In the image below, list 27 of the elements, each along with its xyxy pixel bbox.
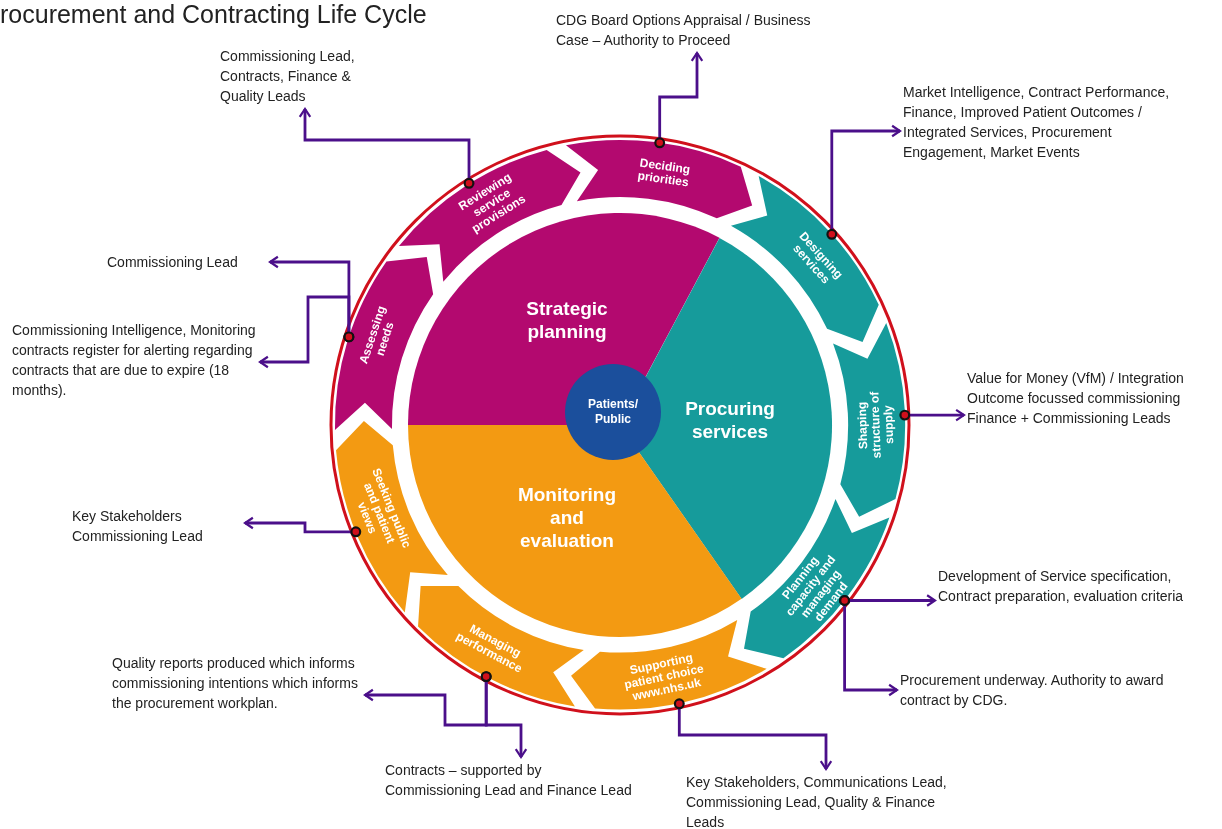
callout-text: Quality reports produced which informs commissioning intentions which informs the procurement workplan. — [112, 653, 362, 713]
sector-label: Strategic planning — [525, 297, 609, 343]
callout-text: Contracts – supported by Commissioning Lead and Finance Lead — [385, 760, 640, 800]
callout-text: Commissioning Lead, Contracts, Finance & Quality Leads — [220, 46, 390, 106]
connector-arrow — [826, 124, 902, 240]
stage-label: Shaping structure of supply — [854, 390, 898, 461]
connector-arrow — [298, 107, 475, 189]
callout-text: Procurement underway. Authority to award contract by CDG. — [900, 670, 1170, 710]
callout-text: Commissioning Lead — [107, 252, 267, 272]
stage-label: Deciding priorities — [636, 154, 693, 192]
callout-text: Commissioning Intelligence, Monitoring contracts register for alerting regarding contracts that are due to expire (18 months). — [12, 320, 257, 400]
callout-text: Key Stakeholders Commissioning Lead — [72, 506, 242, 546]
title: rocurement and Contracting Life Cycle — [0, 0, 427, 29]
callout-text: Key Stakeholders, Communications Lead, Commissioning Lead, Quality & Finance Leads — [686, 772, 956, 829]
sector-label: Monitoring and evaluation — [516, 482, 618, 552]
connector-arrow — [673, 698, 833, 771]
connector-arrow — [899, 408, 966, 422]
callout-text: Market Intelligence, Contract Performance, Finance, Improved Patient Outcomes / Integrated Services, Procurement Engagement, Market Events — [903, 82, 1188, 162]
connector-arrow — [363, 671, 492, 727]
connector-arrow — [268, 255, 355, 343]
sector-label: Procuring services — [684, 397, 776, 443]
connector-arrow — [243, 516, 362, 538]
callout-text: CDG Board Options Appraisal / Business Case – Authority to Proceed — [556, 10, 846, 50]
connector-arrow — [839, 595, 899, 697]
callout-text: Value for Money (VfM) / Integration Outcome focussed commissioning Finance + Commissioning Leads — [967, 368, 1222, 428]
callout-text: Development of Service specification, Contract preparation, evaluation criteria — [938, 566, 1218, 606]
connector-arrow — [654, 51, 704, 149]
